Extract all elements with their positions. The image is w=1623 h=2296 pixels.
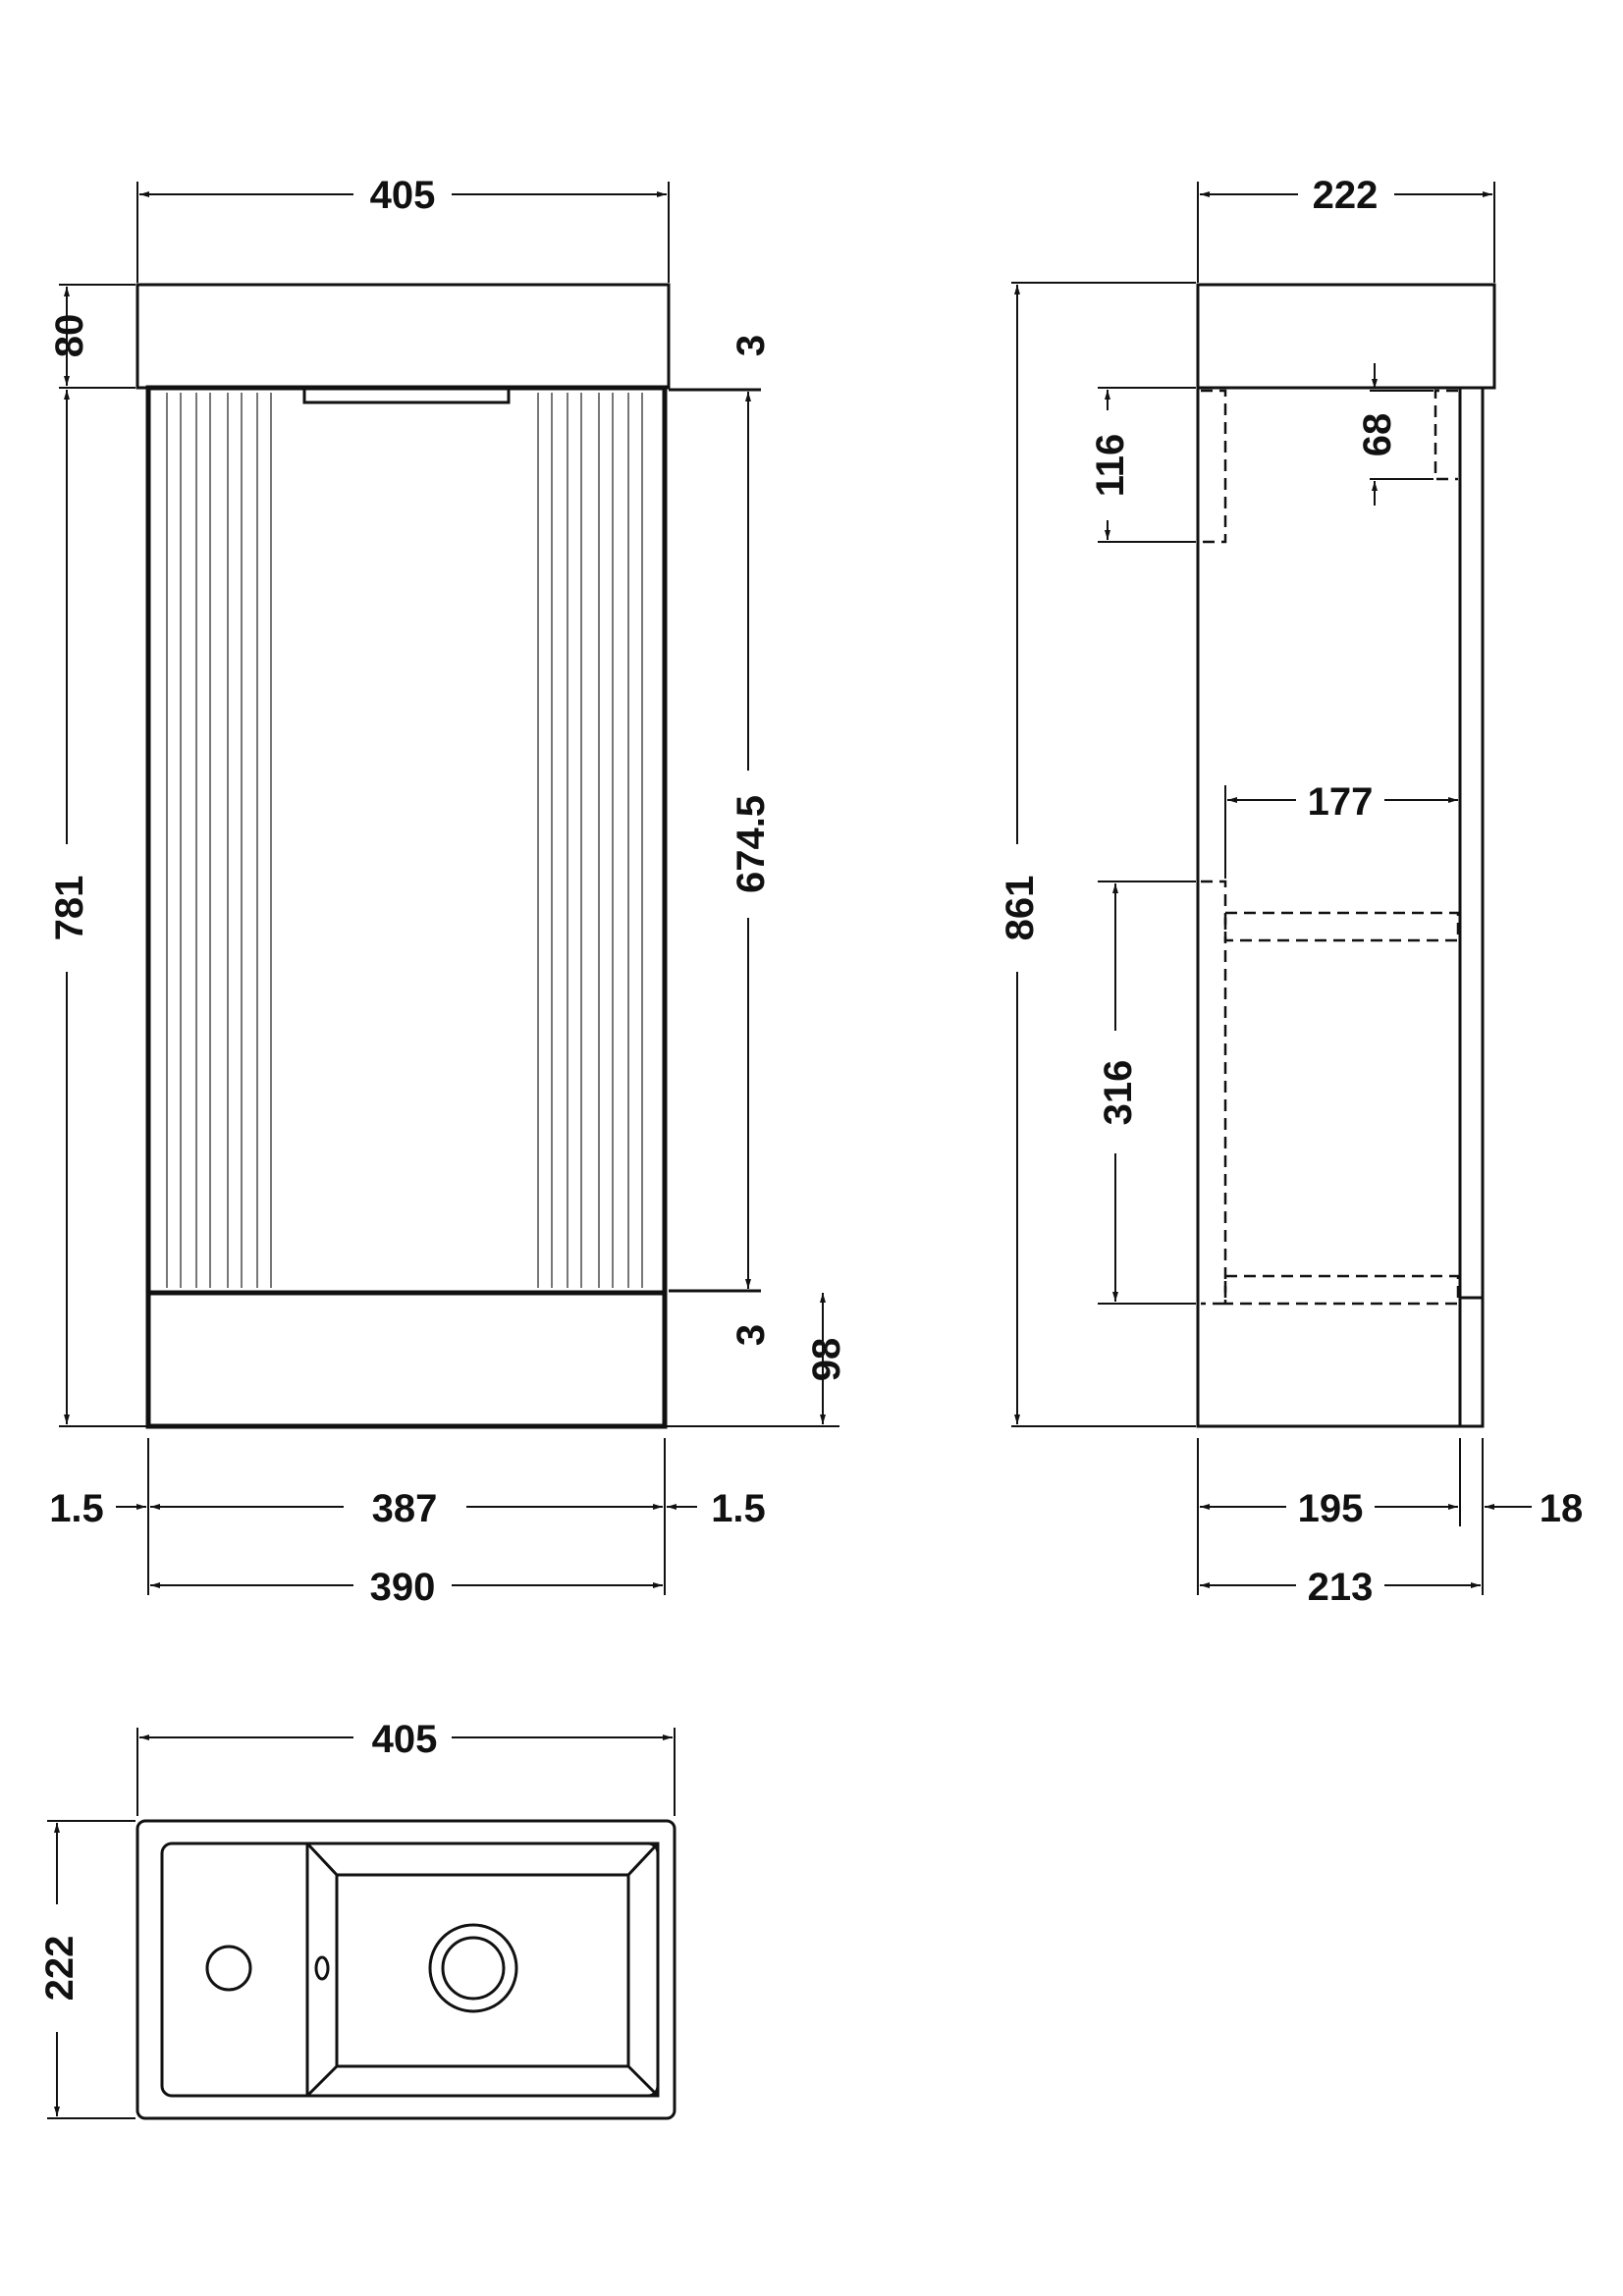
side-basin [1196, 283, 1496, 390]
top-bowl-outer [305, 1842, 660, 2098]
side-upper-recess-label: 116 [1089, 434, 1132, 498]
top-basin-width-label: 405 [372, 1718, 438, 1761]
side-shelf-depth-label: 177 [1308, 780, 1374, 824]
front-cabinet-width-label: 390 [370, 1566, 436, 1609]
front-cabinet-height-label: 781 [48, 876, 91, 941]
waste-inner-icon [441, 1936, 506, 2001]
top-basin-outline [135, 1819, 676, 2120]
front-door-gap-bottom-label: 3 [730, 1324, 773, 1346]
side-lower-recess-label: 316 [1097, 1060, 1140, 1126]
top-dimension-lines [54, 1735, 673, 2116]
side-upper-notch-label: 68 [1356, 413, 1399, 457]
top-bowl-inner [335, 1873, 630, 2068]
front-flutes-right [537, 393, 643, 1288]
side-overall-depth-label: 222 [1313, 174, 1379, 217]
side-extension-lines [1011, 182, 1495, 1595]
front-flutes-left [166, 393, 272, 1288]
side-cabinet [1196, 386, 1485, 1428]
overflow-icon [314, 1955, 330, 1981]
side-carcass-depth-label: 195 [1298, 1487, 1364, 1530]
side-dimension-lines [1014, 191, 1532, 1588]
front-side-right-label: 1.5 [711, 1487, 766, 1530]
side-view: 222 861 116 68 177 316 195 18 213 [999, 174, 1583, 1609]
front-door-gap-top-label: 3 [730, 335, 773, 356]
top-basin-inner [160, 1842, 660, 2098]
front-basin [135, 283, 671, 390]
tap-hole-icon [205, 1945, 252, 1992]
side-overall-height-label: 861 [999, 876, 1042, 941]
front-door-height-label: 674.5 [730, 795, 773, 893]
front-side-left-label: 1.5 [49, 1487, 104, 1530]
waste-outer-icon [428, 1923, 518, 2013]
front-dimension-lines [64, 191, 826, 1588]
front-view: 405 80 3 781 674.5 3 98 1.5 387 1.5 390 [48, 174, 848, 1609]
front-door-width-label: 387 [372, 1487, 438, 1530]
side-door-thickness-label: 18 [1540, 1487, 1584, 1530]
front-basin-height-label: 80 [48, 314, 91, 358]
top-extension-lines [47, 1728, 676, 2119]
side-upper-recess [1201, 389, 1458, 544]
side-lower-recess [1201, 880, 1460, 1306]
side-cabinet-depth-label: 213 [1308, 1566, 1374, 1609]
front-plinth-height-label: 98 [805, 1338, 848, 1382]
front-cabinet [145, 385, 668, 1429]
top-view: 405 222 [38, 1718, 676, 2120]
front-extension-lines [59, 182, 839, 1595]
front-overall-width-label: 405 [370, 174, 436, 217]
front-handle-recess [302, 390, 511, 404]
top-basin-depth-label: 222 [38, 1936, 81, 2002]
